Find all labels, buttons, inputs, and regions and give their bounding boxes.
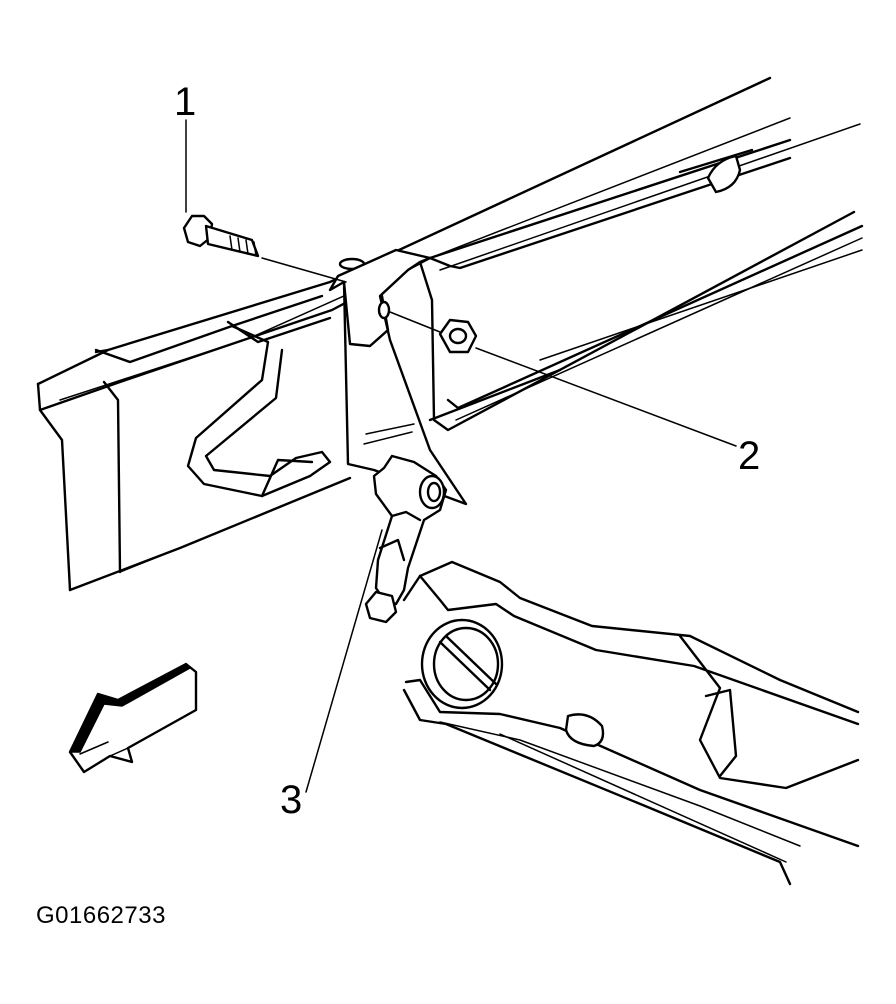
nut xyxy=(438,318,478,354)
stabilizer-link xyxy=(364,454,448,624)
bolt xyxy=(182,214,260,258)
callout-3-label: 3 xyxy=(280,778,303,822)
figure-id: G01662733 xyxy=(36,902,166,929)
leader-lines xyxy=(185,119,737,793)
lower-control-arm xyxy=(402,560,860,886)
link-bracket xyxy=(328,248,468,506)
callout-2-label: 2 xyxy=(738,434,761,478)
forward-direction-arrow-icon xyxy=(68,662,198,774)
frame-rail xyxy=(36,76,864,592)
callout-1-label: 1 xyxy=(174,80,197,124)
